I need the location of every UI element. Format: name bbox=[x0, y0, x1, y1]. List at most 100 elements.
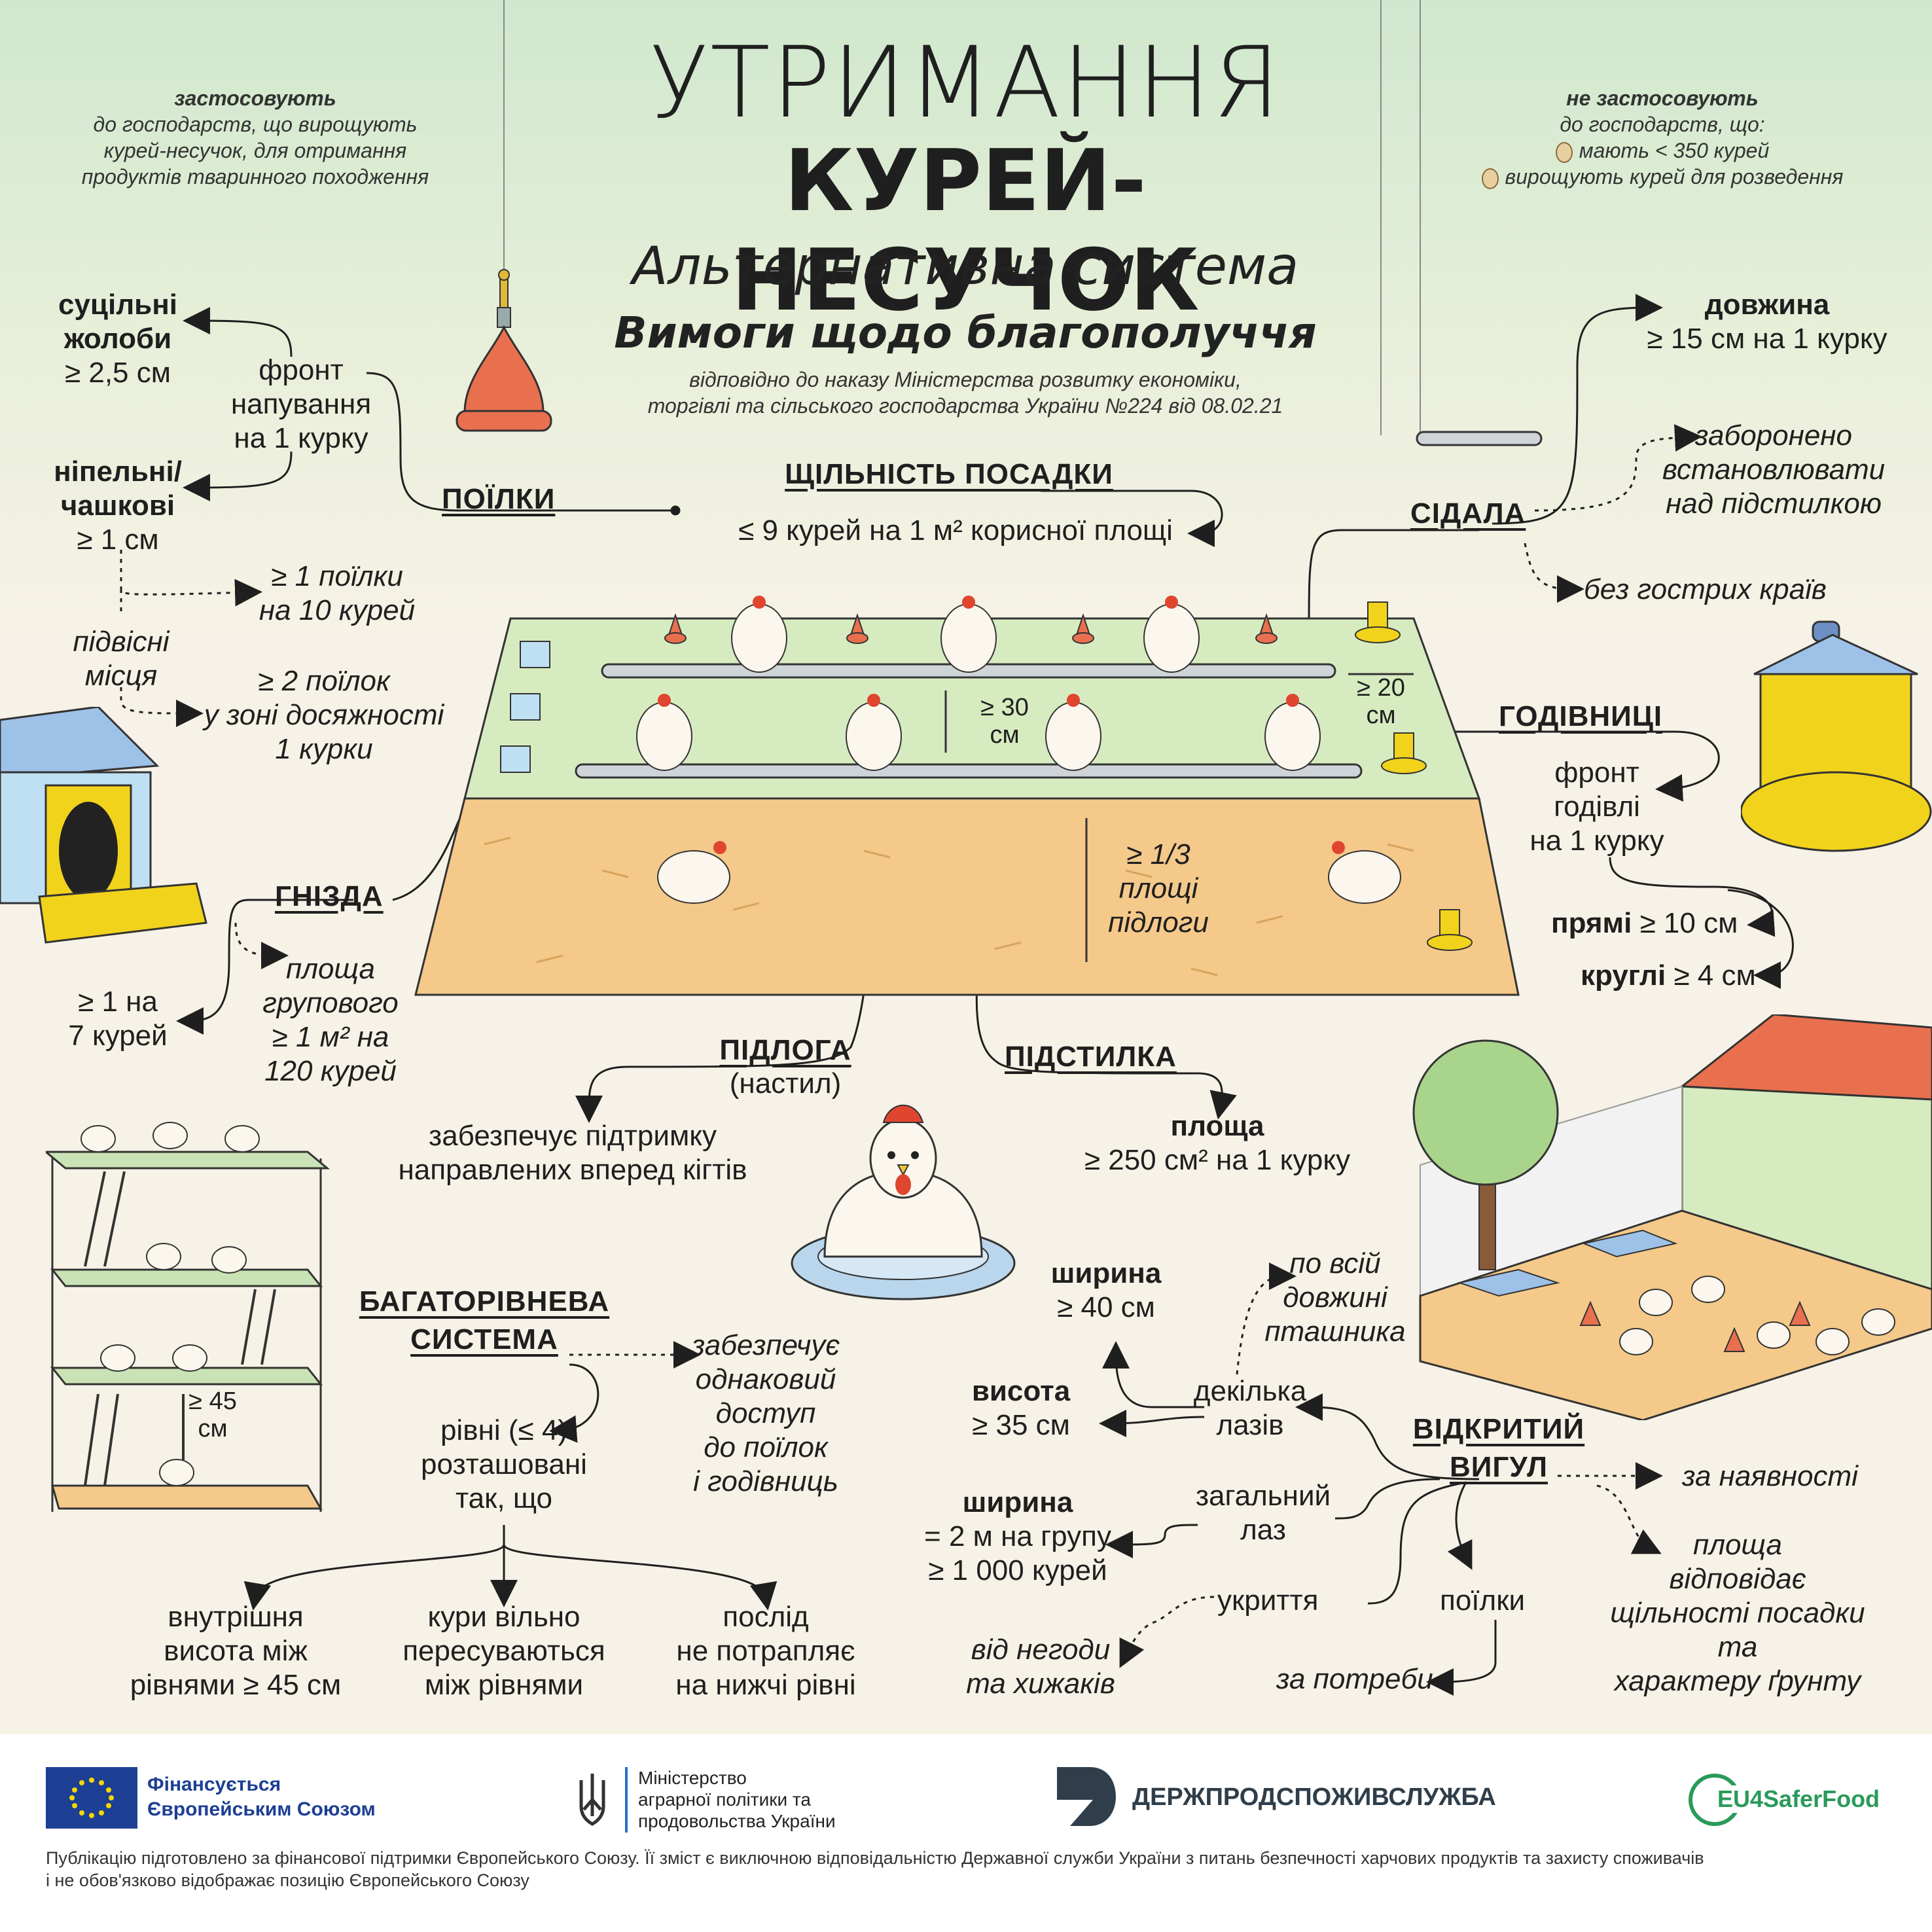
nests-heading: ГНІЗДА bbox=[275, 880, 384, 912]
several-holes-line: декілька bbox=[1193, 1375, 1307, 1407]
multilevel-gap-unit: см bbox=[198, 1415, 228, 1442]
outdoor-heading-line2: ВИГУЛ bbox=[1450, 1451, 1548, 1483]
common-hole-line: загальний bbox=[1195, 1480, 1331, 1512]
litter-area-label: площа bbox=[1170, 1110, 1264, 1142]
no-droppings-line: не потрапляє bbox=[676, 1635, 855, 1667]
equal-access-line: забезпечує bbox=[691, 1329, 840, 1361]
multilevel-inner-height: внутрішня висота між рівнями ≥ 45 см bbox=[118, 1600, 353, 1702]
hanging-perch-illustration bbox=[1416, 431, 1543, 446]
perch-horizontal-gap-unit: см bbox=[1366, 702, 1396, 729]
service-name: ДЕРЖПРОДСПОЖИВСЛУЖБА bbox=[1132, 1783, 1496, 1811]
litter-heading: ПІДСТИЛКА bbox=[1005, 1041, 1177, 1073]
outdoor-shelter-from: від негоди та хижаків bbox=[956, 1633, 1126, 1701]
multilevel-heading-line1: БАГАТОРІВНЕВА bbox=[359, 1285, 610, 1317]
outdoor-along-house: по всій довжині пташника bbox=[1257, 1247, 1414, 1349]
along-house-line: довжині bbox=[1283, 1281, 1387, 1314]
scope-applies-line: продуктів тваринного походження bbox=[81, 165, 429, 188]
project-name: EU4SaferFood bbox=[1715, 1785, 1883, 1813]
scope-item-2: вирощують курей для розведення bbox=[1453, 164, 1872, 190]
drinkers-front-line: напування bbox=[230, 388, 372, 420]
feeders-straight-label: прямі bbox=[1551, 907, 1632, 939]
scope-item-2-text: вирощують курей для розведення bbox=[1505, 165, 1844, 188]
equal-access-line: однаковий bbox=[695, 1363, 836, 1395]
eu-funding-text: Фінансується Європейським Союзом bbox=[147, 1772, 376, 1822]
floor-desc-line: направлених вперед кігтів bbox=[398, 1154, 747, 1186]
house-floor-illustration bbox=[414, 596, 1520, 996]
drinkers-nipple-value: ≥ 1 см bbox=[77, 524, 159, 556]
outdoor-range-illustration bbox=[1412, 1014, 1932, 1420]
multilevel-gap-value: ≥ 45 bbox=[188, 1387, 237, 1415]
hanging-drinker-illustration bbox=[456, 269, 552, 432]
outdoor-common-hole: загальний лаз bbox=[1178, 1479, 1348, 1547]
floor-sub: (настил) bbox=[729, 1067, 842, 1100]
outdoor-drinkers: поїлки bbox=[1440, 1584, 1526, 1617]
drinkers-nipple-label: ніпельні/ bbox=[54, 456, 182, 488]
no-droppings-line: послід bbox=[723, 1601, 809, 1633]
drinkers-reach-line: у зоні досяжності bbox=[204, 699, 444, 731]
equal-access-line: до поїлок bbox=[704, 1431, 828, 1463]
multilevel-equal-access: забезпечує однаковий доступ до поїлок і … bbox=[681, 1329, 851, 1499]
nests-group-line: ≥ 1 м² на bbox=[272, 1021, 389, 1053]
common-width-line: ≥ 1 000 курей bbox=[928, 1554, 1107, 1586]
scope-not-applies-heading: не застосовують bbox=[1566, 86, 1759, 110]
legal-basis-line2: торгівлі та сільського господарства Укра… bbox=[647, 394, 1283, 418]
drinkers-per10-line: на 10 курей bbox=[259, 594, 416, 626]
disclaimer: Публікацію підготовлено за фінансової пі… bbox=[46, 1847, 1905, 1891]
ministry-text: Міністерство аграрної політики та продов… bbox=[638, 1767, 836, 1832]
multilevel-move-freely: кури вільно пересуваються між рівнями bbox=[386, 1600, 622, 1702]
along-house-line: по всій bbox=[1289, 1247, 1381, 1279]
hole-width-label: ширина bbox=[1050, 1257, 1162, 1289]
scope-item-1-text: мають < 350 курей bbox=[1579, 139, 1770, 162]
levels-line: рівні (≤ 4) bbox=[440, 1414, 568, 1446]
ministry-line1: Міністерство bbox=[638, 1768, 747, 1788]
no-droppings-line: на нижчі рівні bbox=[675, 1669, 856, 1701]
common-hole-line: лаз bbox=[1240, 1514, 1286, 1546]
drinkers-suspended: підвісні місця bbox=[52, 625, 190, 693]
drinkers-reach: ≥ 2 поїлок у зоні досяжності 1 курки bbox=[196, 664, 452, 766]
perch-vertical-gap-value: ≥ 30 bbox=[980, 694, 1029, 721]
nests-group-line: 120 курей bbox=[264, 1055, 397, 1087]
outdoor-area-line: та bbox=[1717, 1631, 1758, 1663]
outdoor-as-needed: за потреби bbox=[1276, 1663, 1433, 1695]
hole-height-value: ≥ 35 см bbox=[972, 1409, 1070, 1441]
drinkers-continuous: суцільні жолоби ≥ 2,5 см bbox=[39, 288, 196, 390]
scope-applies-line: курей-несучок, для отримання bbox=[103, 139, 407, 162]
perches-forbidden-line: над підстилкою bbox=[1666, 488, 1882, 520]
nest-box-illustration bbox=[0, 707, 207, 944]
drinkers-nipple: ніпельні/ чашкові ≥ 1 см bbox=[33, 455, 203, 557]
shelter-from-line: та хижаків bbox=[966, 1668, 1115, 1700]
outdoor-area: площа відповідає щільності посадки та ха… bbox=[1597, 1528, 1878, 1698]
equal-access-line: і годівниць bbox=[693, 1465, 838, 1497]
feeder-illustration bbox=[1741, 620, 1932, 852]
scope-not-applies-line: до господарств, що: bbox=[1560, 113, 1765, 136]
egg-icon bbox=[1481, 168, 1499, 189]
drinkers-front-line: фронт bbox=[259, 354, 344, 386]
feeders-front-line: на 1 курку bbox=[1530, 825, 1664, 857]
hen-dustbath-illustration bbox=[791, 1104, 1016, 1300]
multilevel-gap: ≥ 45 см bbox=[170, 1387, 255, 1442]
litter-share-value: ≥ 1/3 bbox=[1126, 838, 1190, 870]
eu-funding-line1: Фінансується bbox=[147, 1774, 281, 1795]
footer: Фінансується Європейським Союзом Міністе… bbox=[0, 1734, 1932, 1932]
legal-basis-line1: відповідно до наказу Міністерства розвит… bbox=[689, 368, 1242, 391]
density-value: ≤ 9 курей на 1 м² корисної площі bbox=[738, 514, 1173, 546]
drinkers-per10: ≥ 1 поїлки на 10 курей bbox=[242, 560, 432, 628]
legal-basis: відповідно до наказу Міністерства розвит… bbox=[556, 367, 1374, 419]
drinkers-continuous-label: суцільні bbox=[58, 289, 177, 321]
feeders-straight: прямі ≥ 10 см bbox=[1551, 906, 1738, 940]
outdoor-shelter: укриття bbox=[1217, 1584, 1319, 1617]
drinkers-per10-line: ≥ 1 поїлки bbox=[271, 560, 403, 592]
drinkers-front: фронт напування на 1 курку bbox=[216, 353, 386, 456]
feeders-heading: ГОДІВНИЦІ bbox=[1499, 700, 1663, 732]
perches-forbidden: заборонено встановлювати над підстилкою bbox=[1636, 419, 1911, 521]
hole-height-label: висота bbox=[971, 1375, 1071, 1407]
density-heading: ЩІЛЬНІСТЬ ПОСАДКИ bbox=[785, 458, 1113, 490]
litter-area-value: ≥ 250 см² на 1 курку bbox=[1084, 1144, 1351, 1176]
nests-per7-line: 7 курей bbox=[68, 1020, 168, 1052]
outdoor-if-available: за наявності bbox=[1682, 1460, 1858, 1492]
litter-area: площа ≥ 250 см² на 1 курку bbox=[1073, 1109, 1361, 1177]
floor-heading: ПІДЛОГА bbox=[719, 1034, 851, 1066]
levels-line: розташовані bbox=[421, 1448, 587, 1480]
feeders-straight-value: ≥ 10 см bbox=[1639, 907, 1738, 939]
